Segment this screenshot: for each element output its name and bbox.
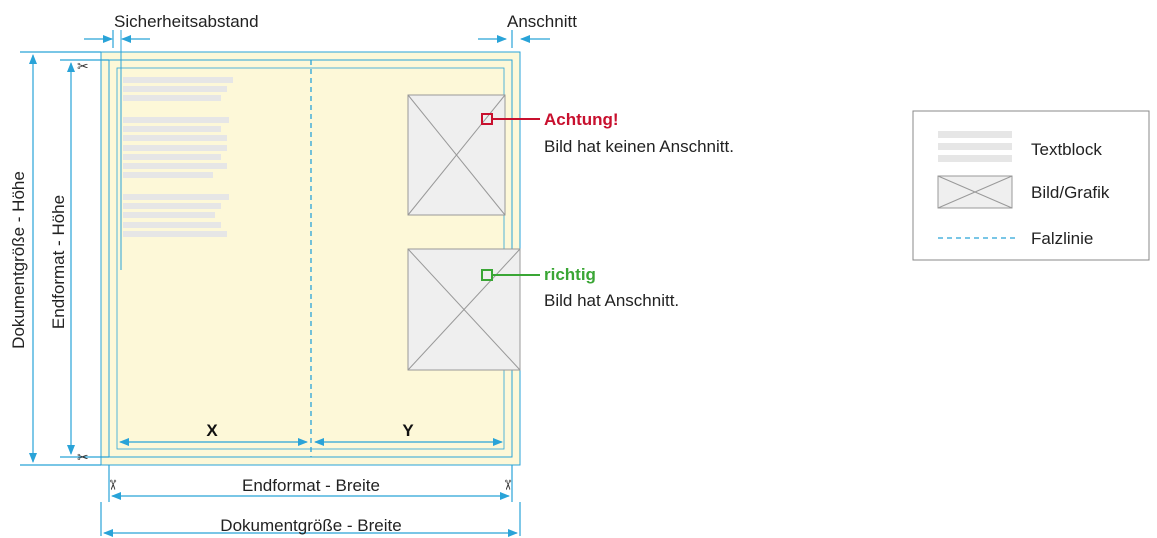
scissors-icon: ✂: [77, 59, 89, 75]
legend-textblock-label: Textblock: [1031, 140, 1102, 159]
document-height-dimension: [20, 51, 101, 466]
document-width-dimension: [100, 502, 521, 537]
panel-y-label: Y: [402, 421, 414, 440]
warning-callout-marker: [481, 113, 540, 125]
correct-title: richtig: [544, 265, 596, 284]
textblock-legend-icon: [938, 131, 1012, 162]
scissors-icon: ✂: [499, 479, 515, 491]
correct-text: Bild hat Anschnitt.: [544, 291, 679, 310]
safety-margin-arrows: [84, 30, 150, 48]
final-width-label: Endformat - Breite: [242, 476, 380, 495]
document-width-label: Dokumentgröße - Breite: [220, 516, 401, 535]
image-legend-icon: [937, 175, 1013, 209]
safety-margin-label: Sicherheitsabstand: [114, 12, 259, 31]
image-placeholder-with-bleed: [407, 248, 521, 371]
final-height-label: Endformat - Höhe: [49, 195, 68, 329]
legend: Textblock Bild/Grafik Falzlinie: [912, 110, 1150, 261]
warning-title: Achtung!: [544, 110, 619, 129]
bleed-arrows: [478, 30, 550, 48]
final-width-dimension: [108, 465, 513, 502]
correct-callout-marker: [481, 269, 540, 281]
panel-x-label: X: [206, 421, 218, 440]
final-height-dimension: [60, 59, 109, 458]
bleed-label: Anschnitt: [507, 12, 577, 31]
scissors-icon: ✂: [104, 479, 120, 491]
warning-text: Bild hat keinen Anschnitt.: [544, 137, 734, 156]
scissors-icon: ✂: [77, 450, 89, 466]
legend-image-label: Bild/Grafik: [1031, 183, 1110, 202]
document-height-label: Dokumentgröße - Höhe: [9, 171, 28, 349]
text-block: [123, 77, 233, 237]
legend-foldline-label: Falzlinie: [1031, 229, 1093, 248]
